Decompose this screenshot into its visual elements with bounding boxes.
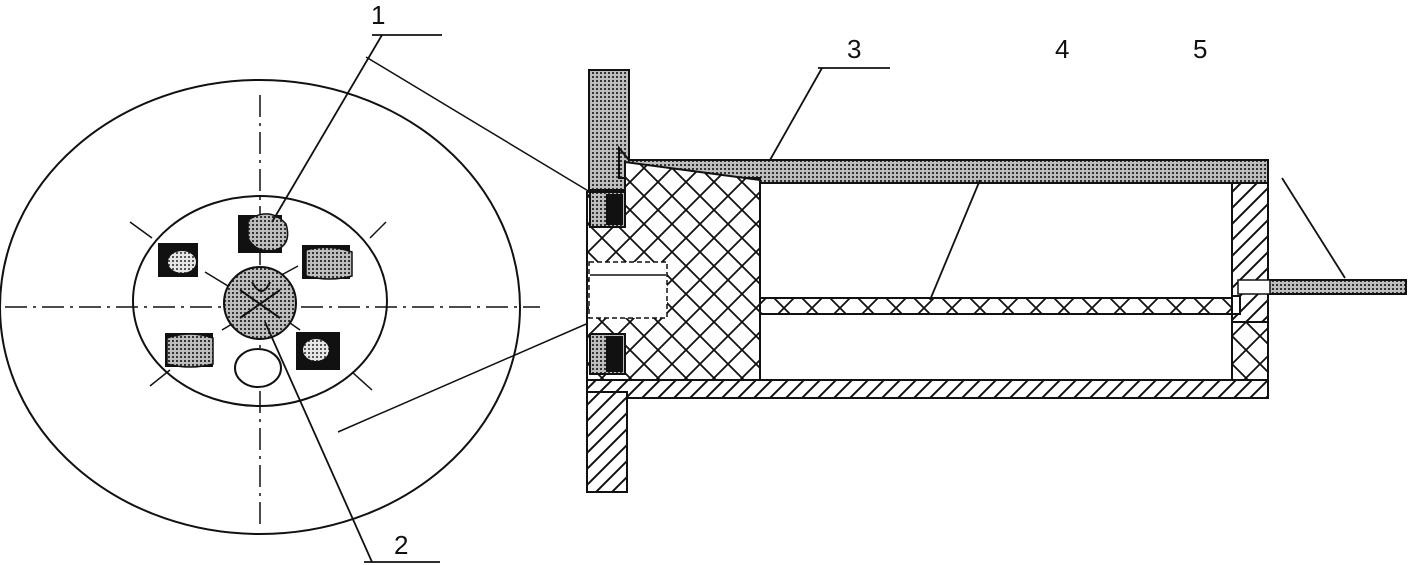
through-hole <box>234 348 282 388</box>
section-view <box>586 69 1407 493</box>
outer-disc <box>0 79 521 535</box>
electrode-lower-right <box>296 332 340 370</box>
callout-5-label: 5 <box>1193 34 1207 64</box>
electrode-lower-left <box>165 333 214 368</box>
pin-socket <box>1237 279 1271 295</box>
callout-3-line <box>769 67 823 161</box>
leader-lines <box>337 56 601 433</box>
end-view <box>0 79 540 535</box>
tube-wall-bottom <box>586 379 1269 399</box>
callout-4-line <box>929 179 981 301</box>
seal-ring-upper-core <box>606 194 623 225</box>
callout-2-label: 2 <box>394 530 408 560</box>
callout-lines <box>264 34 1346 563</box>
callout-1-label: 1 <box>371 0 385 30</box>
center-electrode <box>223 266 297 340</box>
callout-3-label: 3 <box>847 34 861 64</box>
electrode-upper-left <box>158 243 198 277</box>
electrode-top <box>238 213 289 253</box>
callout-4-label: 4 <box>1055 34 1069 64</box>
output-pin <box>1267 279 1407 295</box>
end-cap-lower-fill <box>1231 321 1269 381</box>
callout-2-line <box>264 321 373 563</box>
callout-1-line <box>271 34 383 223</box>
flange-bottom <box>586 379 628 493</box>
electrode-upper-right <box>302 245 353 280</box>
center-rod <box>759 297 1233 315</box>
seal-ring-lower-core <box>606 336 623 372</box>
plug-bore <box>588 261 668 319</box>
callout-5-line <box>1281 177 1346 279</box>
